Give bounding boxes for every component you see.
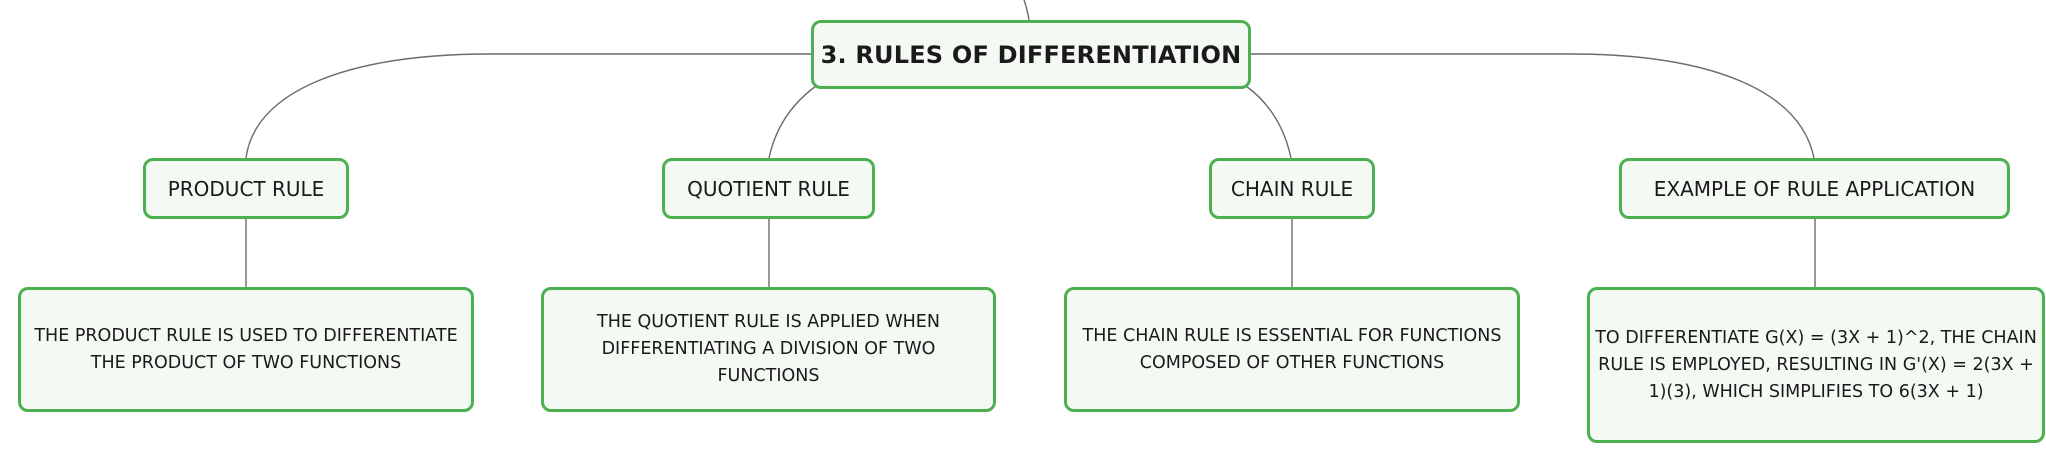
product-rule-description-node[interactable]: THE PRODUCT RULE IS USED TO DIFFERENTIAT… [18, 287, 474, 412]
example-of-rule-application-node[interactable]: EXAMPLE OF RULE APPLICATION [1619, 158, 2010, 219]
product-rule-node[interactable]: PRODUCT RULE [143, 158, 349, 219]
quotient-rule-label: QUOTIENT RULE [687, 176, 850, 201]
example-of-rule-application-description-node[interactable]: TO DIFFERENTIATE G(X) = (3X + 1)^2, THE … [1587, 287, 2045, 443]
root-topic-label: 3. RULES OF DIFFERENTIATION [820, 40, 1242, 69]
chain-rule-node[interactable]: CHAIN RULE [1209, 158, 1375, 219]
connector-root-to-quotient-rule [768, 85, 817, 159]
connector-root-to-parent [1023, 0, 1030, 21]
product-rule-label: PRODUCT RULE [167, 176, 325, 201]
connector-root-to-product-rule [245, 53, 811, 159]
root-topic-node[interactable]: 3. RULES OF DIFFERENTIATION [811, 20, 1251, 89]
chain-rule-label: CHAIN RULE [1230, 176, 1354, 201]
connector-root-to-example-rule [1251, 53, 1815, 159]
quotient-rule-description-node[interactable]: THE QUOTIENT RULE IS APPLIED WHEN DIFFER… [541, 287, 996, 412]
quotient-rule-node[interactable]: QUOTIENT RULE [662, 158, 875, 219]
quotient-rule-description-text: THE QUOTIENT RULE IS APPLIED WHEN DIFFER… [597, 312, 940, 386]
chain-rule-description-text: THE CHAIN RULE IS ESSENTIAL FOR FUNCTION… [1082, 325, 1502, 373]
chain-rule-description-node[interactable]: THE CHAIN RULE IS ESSENTIAL FOR FUNCTION… [1064, 287, 1520, 412]
example-of-rule-application-label: EXAMPLE OF RULE APPLICATION [1653, 176, 1976, 201]
connector-root-to-chain-rule [1245, 85, 1292, 159]
product-rule-description-text: THE PRODUCT RULE IS USED TO DIFFERENTIAT… [34, 325, 458, 373]
example-of-rule-application-description-text: TO DIFFERENTIATE G(X) = (3X + 1)^2, THE … [1595, 327, 2037, 402]
